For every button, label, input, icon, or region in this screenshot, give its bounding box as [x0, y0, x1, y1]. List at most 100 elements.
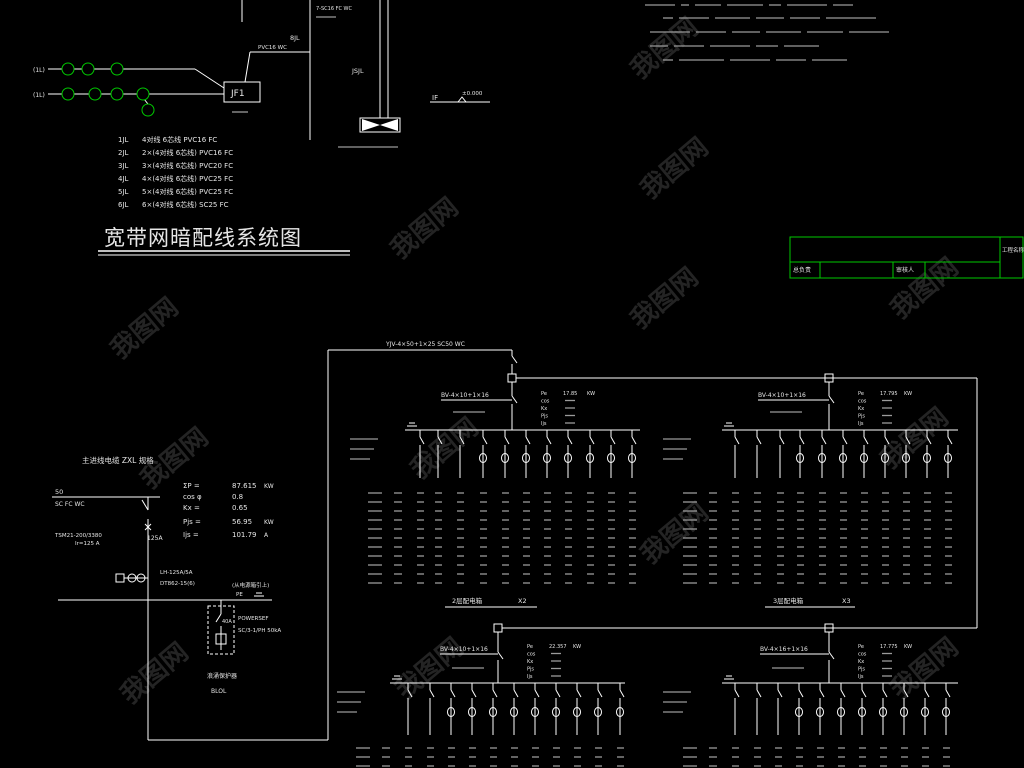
- branch-breaker: [407, 689, 413, 698]
- breaker-contact: [141, 499, 149, 511]
- calc-value: 87.615: [232, 482, 257, 490]
- branch-breaker: [597, 689, 603, 698]
- wire: [244, 51, 251, 83]
- current-transformer-icon: [136, 573, 146, 583]
- cable-size: 50: [55, 488, 63, 496]
- calc-value: 0.8: [232, 493, 243, 501]
- spd-brand: POWERSEF: [238, 616, 269, 622]
- breaker-contact: [511, 355, 518, 364]
- panel-calc-label: Kx: [527, 659, 533, 665]
- panel-calc-label: cos: [858, 399, 867, 405]
- rcd-icon: [902, 453, 910, 463]
- outlet-symbol: [88, 87, 102, 101]
- rcd-icon: [795, 707, 803, 717]
- rcd-icon: [923, 453, 931, 463]
- spd-contact: [215, 613, 222, 623]
- panel-tag: X3: [842, 597, 851, 605]
- calc-symbol: cos φ: [183, 493, 202, 501]
- calc-symbol: Kx =: [183, 504, 200, 512]
- rcd-icon: [879, 707, 887, 717]
- outlet-symbol: [110, 87, 124, 101]
- role-label: 审核人: [896, 266, 914, 274]
- branch-breaker: [610, 436, 616, 445]
- panel-name: 2层配电箱: [452, 596, 483, 605]
- calc-symbol: ΣP =: [183, 482, 200, 490]
- panel-pe-value: 22.357: [549, 644, 567, 650]
- panel-pe-unit: KW: [573, 644, 581, 650]
- breaker-rating: 125A: [147, 535, 163, 542]
- ct-model: LH-125A/5A: [160, 570, 193, 576]
- feeder-cable-label: BV-4×16+1×16: [760, 646, 808, 653]
- panel-pe-value: 17.85: [563, 391, 577, 397]
- branch-breaker: [471, 689, 477, 698]
- panel-calc-label: Pjs: [541, 414, 548, 420]
- breaker-contact: [828, 395, 835, 404]
- title-block-frame: [789, 236, 1024, 279]
- rcd-icon: [921, 707, 929, 717]
- calc-symbol: Ijs =: [183, 531, 199, 539]
- branch-breaker: [798, 689, 804, 698]
- rcd-icon: [628, 453, 636, 463]
- branch-breaker: [589, 436, 595, 445]
- spd-rating: 40A: [222, 619, 232, 625]
- panel-calc-label: Pe: [858, 391, 864, 397]
- panel-calc-label: Pe: [527, 644, 533, 650]
- feeder-cable-label: BV-4×10+1×16: [758, 392, 806, 399]
- calc-unit: KW: [264, 519, 274, 526]
- branch-breaker: [926, 436, 932, 445]
- from-note: (从电源箱引上): [232, 581, 269, 589]
- branch-breaker: [504, 436, 510, 445]
- branch-breaker: [779, 436, 785, 445]
- rcd-icon: [881, 453, 889, 463]
- branch-breaker: [576, 689, 582, 698]
- pe-label: PE: [236, 592, 243, 598]
- project-name-label: 工程名称: [1002, 246, 1024, 254]
- legend-spec: 2×(4对线 6芯线) PVC16 FC: [142, 148, 233, 157]
- rcd-icon: [573, 707, 581, 717]
- panel-calc-label: Kx: [858, 659, 864, 665]
- outlet-symbol: [141, 103, 155, 117]
- legend-code: 4JL: [118, 175, 129, 183]
- broadband-riser-diagram: 8JL PVC16 WC 7-SC16 FC WC (1L) (1L) JF1 …: [33, 0, 490, 140]
- rcd-icon: [501, 453, 509, 463]
- rcd-icon: [564, 453, 572, 463]
- rcd-icon: [543, 453, 551, 463]
- floor-label: (1L): [33, 92, 45, 99]
- floor-label: (1L): [33, 67, 45, 74]
- branch-breaker: [884, 436, 890, 445]
- rcd-icon: [839, 453, 847, 463]
- legend-code: 1JL: [118, 136, 129, 144]
- calc-symbol: Pjs =: [183, 518, 201, 526]
- branch-breaker: [619, 689, 625, 698]
- entry-level-mark: IF: [432, 94, 438, 102]
- rcd-icon: [522, 453, 530, 463]
- breaker-mark: [144, 523, 152, 531]
- outlet-symbol: [61, 62, 75, 76]
- rcd-icon: [900, 707, 908, 717]
- branch-breaker: [777, 689, 783, 698]
- breaker-model: TSM21-200/3380: [54, 533, 102, 539]
- panel-calc-label: cos: [858, 652, 867, 658]
- panel-pe-unit: KW: [587, 391, 595, 397]
- rcd-icon: [447, 707, 455, 717]
- panel-calc-label: Ijs: [527, 674, 533, 680]
- branch-breaker: [482, 436, 488, 445]
- cable-label-8jl: 8JL: [290, 34, 300, 42]
- branch-breaker: [555, 689, 561, 698]
- legend-spec: 5×(4对线 6芯线) PVC25 FC: [142, 187, 233, 196]
- rcd-icon: [796, 453, 804, 463]
- panel-calc-label: Ijs: [858, 674, 864, 680]
- branch-breaker: [819, 689, 825, 698]
- main-incoming-cabinet: 主进线电缆 ZXL 规格 50 SC FC WC TSM21-200/3380 …: [52, 350, 329, 741]
- legend-spec: 4对线 6芯线 PVC16 FC: [142, 135, 217, 144]
- branch-breaker: [546, 436, 552, 445]
- branch-breaker: [450, 689, 456, 698]
- legend-code: 5JL: [118, 188, 129, 196]
- branch-breaker: [945, 689, 951, 698]
- spd-code: BLOL: [211, 688, 227, 695]
- rcd-icon: [489, 707, 497, 717]
- legend-spec: 6×(4对线 6芯线) SC25 FC: [142, 200, 229, 209]
- panel-calc-label: Pe: [541, 391, 547, 397]
